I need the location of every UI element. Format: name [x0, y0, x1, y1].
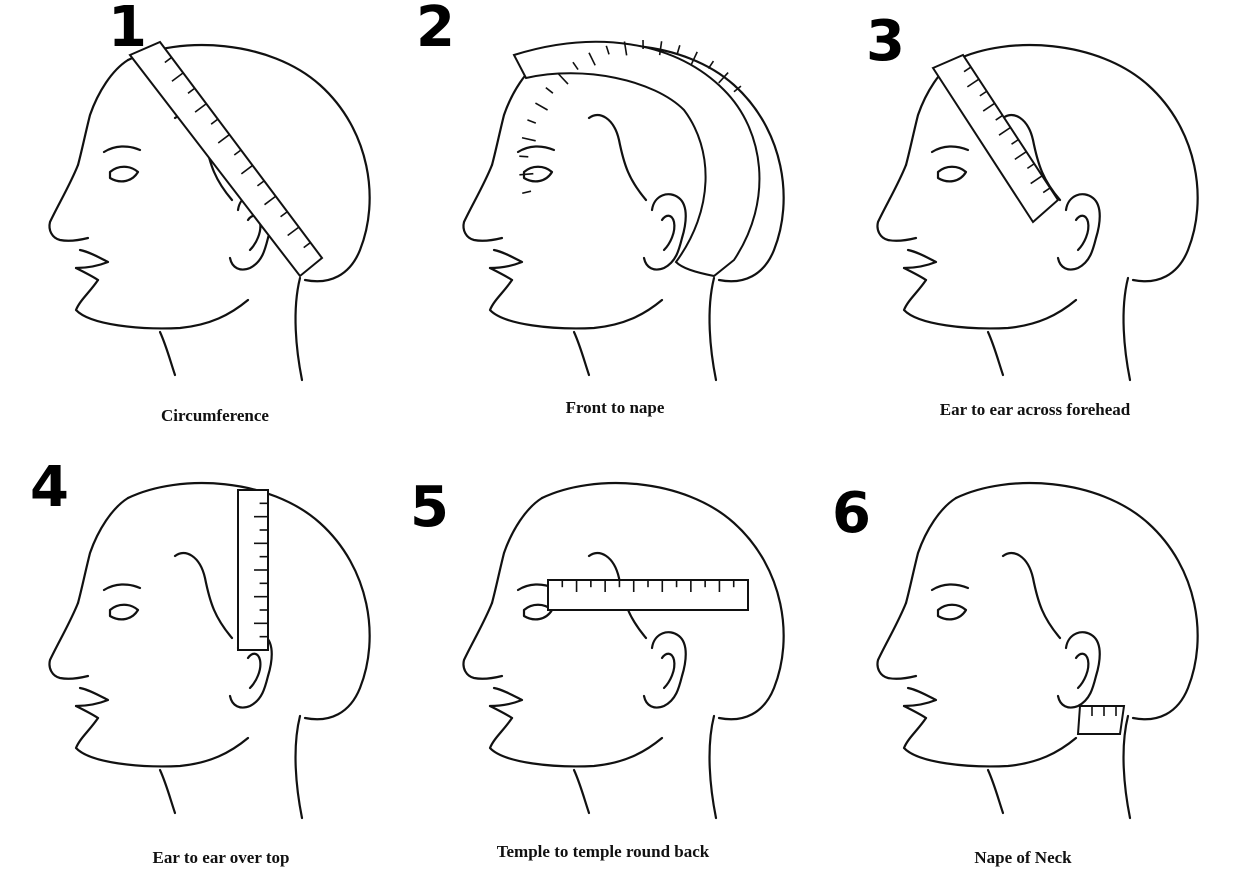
- panel-nape-of-neck: 6 Nape of Neck: [828, 438, 1242, 876]
- measuring-tape-ear-to-ear-across-forehead: [931, 53, 1060, 224]
- head-illustration-front-to-nape: [462, 39, 785, 382]
- head-illustration-nape-of-neck: [876, 481, 1199, 820]
- tape-tick: [718, 72, 729, 84]
- panel-front-to-nape: 2 Front to nape: [414, 0, 828, 438]
- measuring-tape-circumference: [128, 40, 324, 278]
- tape-tick: [264, 195, 277, 206]
- tape-tick: [1011, 138, 1019, 145]
- tape-tick: [1030, 175, 1043, 185]
- tape-tick: [605, 45, 610, 55]
- tape-tick: [519, 172, 534, 176]
- caption-front-to-nape: Front to nape: [565, 398, 665, 417]
- measuring-tape-ear-to-ear-over-top: [237, 489, 269, 651]
- tape-tick: [588, 52, 596, 66]
- tape-tick: [522, 190, 532, 195]
- tape-tick: [545, 86, 554, 94]
- head-illustration-ear-to-ear-across-forehead: [876, 43, 1199, 382]
- tape-tick: [521, 136, 536, 142]
- caption-ear-to-ear-across-forehead: Ear to ear across forehead: [939, 400, 1131, 419]
- tape-tick: [287, 226, 300, 237]
- tape-tick: [963, 66, 972, 73]
- tape-tick: [171, 72, 184, 82]
- tape-tick: [280, 211, 288, 218]
- tape-tick: [707, 60, 715, 69]
- tape-tick: [303, 241, 311, 249]
- tape-tick: [1014, 151, 1027, 161]
- panel-ear-to-ear-over-top: 4 Ear to ear over top: [0, 438, 414, 876]
- tape-tick: [998, 126, 1011, 136]
- step-number-6: 6: [832, 481, 871, 546]
- panel-ear-to-ear-across-forehead: 3 Ear to ear across forehead: [828, 0, 1242, 438]
- step-number-5: 5: [410, 475, 449, 540]
- tape-tick: [240, 164, 254, 175]
- tape-tick: [217, 133, 230, 144]
- head-illustration-temple-to-temple-round-back: [462, 481, 785, 820]
- tape-tick: [1026, 163, 1035, 170]
- tape-tick: [995, 114, 1004, 121]
- head-illustration-circumference: [48, 40, 371, 382]
- tape-tick: [676, 45, 681, 55]
- step-number-4: 4: [30, 455, 69, 520]
- measuring-tape-nape-of-neck: [1076, 705, 1126, 735]
- tape-tick: [572, 61, 579, 71]
- tape-tick: [733, 85, 742, 93]
- tape-tick: [658, 41, 663, 56]
- tape-tick: [210, 118, 219, 125]
- step-number-1: 1: [108, 0, 147, 60]
- tape-tick: [535, 102, 548, 111]
- tape-tick: [623, 41, 628, 56]
- measuring-tape-temple-to-temple-round-back: [547, 579, 749, 611]
- step-number-2: 2: [416, 0, 455, 60]
- panel-temple-to-temple-round-back: 5 Temple to temple round back: [410, 438, 828, 876]
- caption-ear-to-ear-over-top: Ear to ear over top: [152, 848, 290, 867]
- tape-tick: [982, 102, 996, 112]
- tape-tick: [256, 180, 265, 187]
- tape-tick: [557, 73, 569, 85]
- tape-tick: [519, 155, 529, 158]
- step-number-3: 3: [866, 9, 905, 74]
- caption-nape-of-neck: Nape of Neck: [974, 848, 1072, 867]
- tape-tick: [164, 56, 173, 64]
- tape-tick: [690, 51, 698, 65]
- tape-tick: [966, 78, 980, 88]
- head-illustration-ear-to-ear-over-top: [48, 481, 371, 820]
- tape-tick: [527, 119, 537, 124]
- caption-circumference: Circumference: [161, 406, 269, 425]
- measuring-tape-front-to-nape: [512, 39, 761, 278]
- tape-tick: [979, 90, 988, 97]
- panel-circumference: 1 Circumference: [0, 0, 414, 438]
- tape-tick: [1042, 187, 1051, 194]
- tape-tick: [187, 87, 196, 94]
- tape-tick: [194, 103, 207, 113]
- tape-tick: [233, 149, 242, 156]
- caption-temple-to-temple-round-back: Temple to temple round back: [496, 842, 710, 861]
